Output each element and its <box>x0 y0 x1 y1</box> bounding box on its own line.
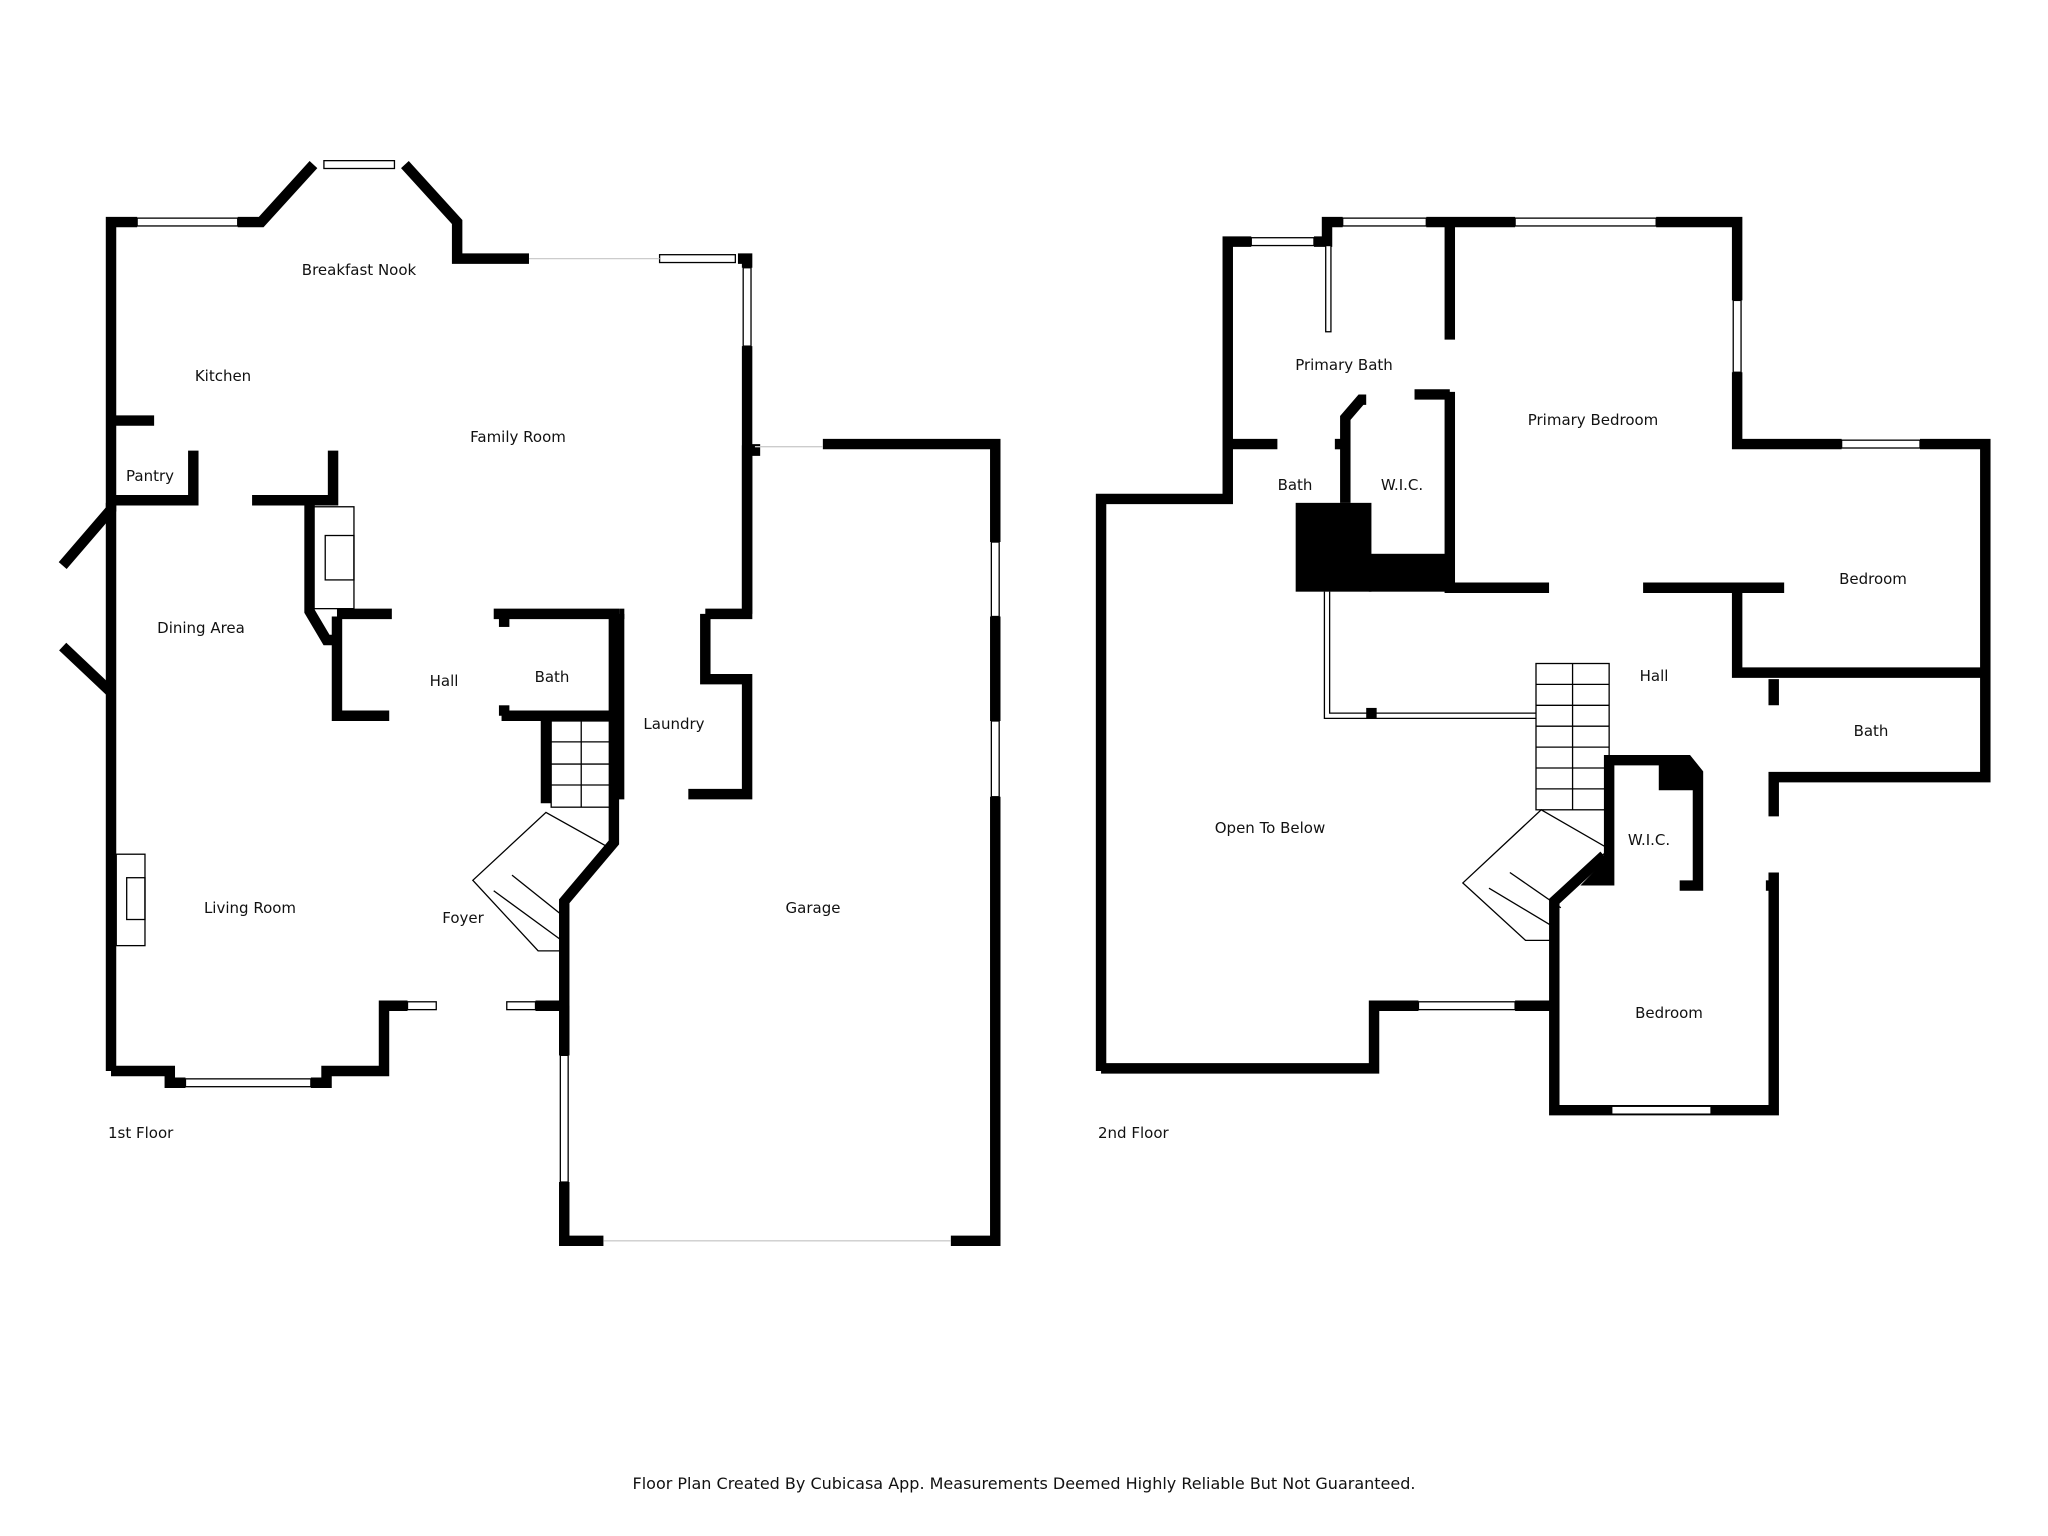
room-label-garage: Garage <box>785 899 841 917</box>
second-floor-solid-blocks <box>1295 502 1698 886</box>
room-label-hall-1: Hall <box>429 672 459 690</box>
room-label-breakfast-nook: Breakfast Nook <box>301 261 417 279</box>
room-label-dining-area: Dining Area <box>157 619 245 637</box>
room-label-laundry: Laundry <box>643 715 705 733</box>
room-label-bedroom-east: Bedroom <box>1839 570 1907 588</box>
room-label-family-room: Family Room <box>470 428 566 446</box>
room-label-foyer: Foyer <box>442 909 484 927</box>
floor-label-second: 2nd Floor <box>1098 1124 1169 1142</box>
room-label-pantry: Pantry <box>126 467 174 485</box>
room-label-bath-1: Bath <box>534 668 570 686</box>
first-floor-windows <box>136 159 1000 1242</box>
room-label-living-room: Living Room <box>203 899 297 917</box>
second-floor-walls <box>1095 216 1991 1116</box>
room-label-primary-bedroom: Primary Bedroom <box>1527 411 1659 429</box>
room-label-wic-1: W.I.C. <box>1380 476 1424 494</box>
room-label-primary-bath: Primary Bath <box>1295 356 1393 374</box>
first-floor-stairs <box>471 720 613 952</box>
first-floor-fireplaces <box>115 506 355 947</box>
room-label-bedroom-south: Bedroom <box>1635 1004 1703 1022</box>
floor-label-first: 1st Floor <box>108 1124 174 1142</box>
second-floor-windows <box>1250 217 1921 1115</box>
room-label-hall-2: Hall <box>1639 667 1669 685</box>
room-label-open-to-below: Open To Below <box>1214 819 1326 837</box>
disclaimer-caption: Floor Plan Created By Cubicasa App. Meas… <box>632 1474 1416 1493</box>
room-label-wic-2: W.I.C. <box>1627 831 1671 849</box>
second-floor-stairs-railing <box>1323 591 1611 942</box>
room-label-bath-2a: Bath <box>1277 476 1313 494</box>
room-label-bath-2b: Bath <box>1853 722 1889 740</box>
room-label-kitchen: Kitchen <box>194 367 252 385</box>
